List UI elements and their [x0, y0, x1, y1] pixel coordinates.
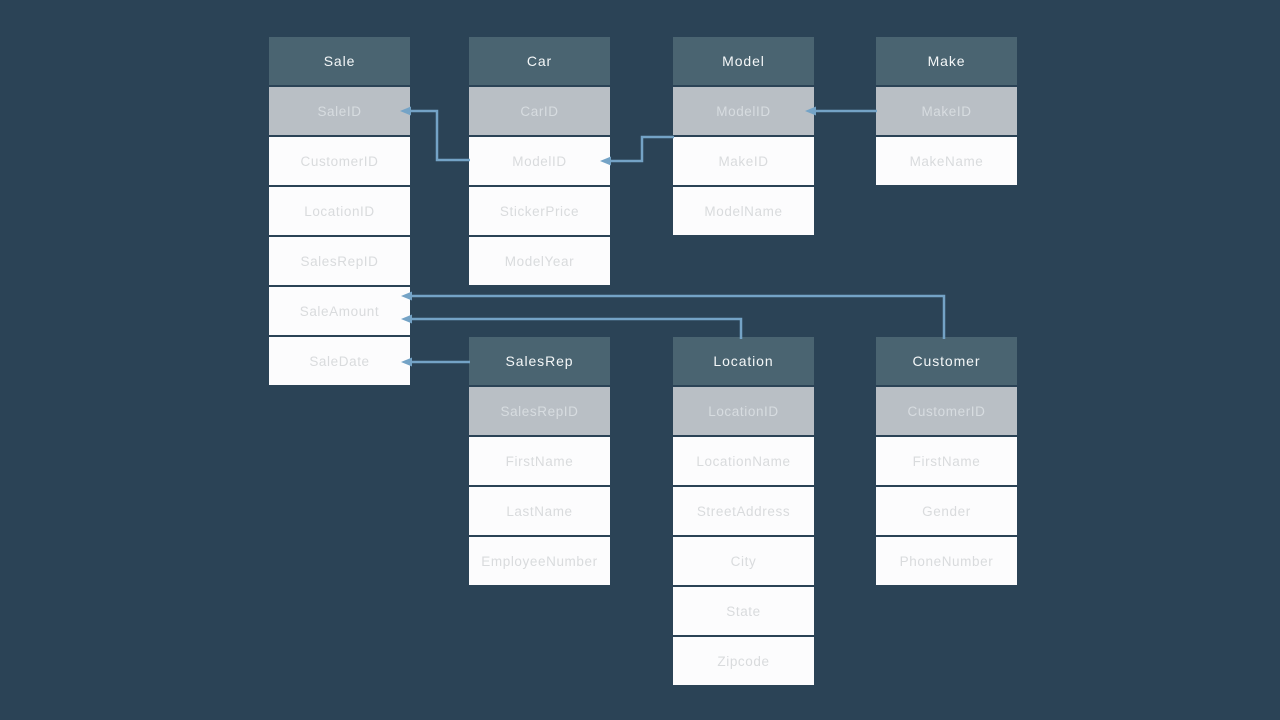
table-sale-row-customerid: CustomerID	[269, 137, 410, 185]
connector-sale-location	[411, 317, 743, 339]
table-location-title: Location	[673, 337, 814, 385]
connector-sale-car	[410, 109, 470, 162]
table-customer-row-phonenumber: PhoneNumber	[876, 537, 1017, 585]
table-salesrep-row-lastname: LastName	[469, 487, 610, 535]
table-sale-title: Sale	[269, 37, 410, 85]
table-location-row-state: State	[673, 587, 814, 635]
table-sale-row-locationid: LocationID	[269, 187, 410, 235]
table-car-row-modelyear: ModelYear	[469, 237, 610, 285]
table-customer-row-customerid-primary-key: CustomerID	[876, 387, 1017, 435]
table-location-row-zipcode: Zipcode	[673, 637, 814, 685]
table-sale-row-saledate: SaleDate	[269, 337, 410, 385]
table-customer-row-firstname: FirstName	[876, 437, 1017, 485]
table-sale-row-saleamount: SaleAmount	[269, 287, 410, 335]
connector-car-model	[610, 135, 674, 163]
table-make-row-makeid-primary-key: MakeID	[876, 87, 1017, 135]
table-car-title: Car	[469, 37, 610, 85]
table-car-row-modelid: ModelID	[469, 137, 610, 185]
table-model-row-modelname: ModelName	[673, 187, 814, 235]
table-customer-row-gender: Gender	[876, 487, 1017, 535]
table-location-row-locationid-primary-key: LocationID	[673, 387, 814, 435]
table-salesrep-row-firstname: FirstName	[469, 437, 610, 485]
table-sale-row-salesrepid: SalesRepID	[269, 237, 410, 285]
table-car-row-stickerprice: StickerPrice	[469, 187, 610, 235]
table-location-row-locationname: LocationName	[673, 437, 814, 485]
table-make-title: Make	[876, 37, 1017, 85]
table-salesrep-title: SalesRep	[469, 337, 610, 385]
table-car-row-carid-primary-key: CarID	[469, 87, 610, 135]
table-location-row-streetaddress: StreetAddress	[673, 487, 814, 535]
table-model-title: Model	[673, 37, 814, 85]
table-model-row-makeid: MakeID	[673, 137, 814, 185]
table-make-row-makename: MakeName	[876, 137, 1017, 185]
table-model-row-modelid-primary-key: ModelID	[673, 87, 814, 135]
table-location-row-city: City	[673, 537, 814, 585]
table-salesrep-row-employeenumber: EmployeeNumber	[469, 537, 610, 585]
table-customer-title: Customer	[876, 337, 1017, 385]
table-salesrep-row-salesrepid-primary-key: SalesRepID	[469, 387, 610, 435]
table-sale-row-saleid-primary-key: SaleID	[269, 87, 410, 135]
connector-sale-customer	[411, 294, 946, 339]
